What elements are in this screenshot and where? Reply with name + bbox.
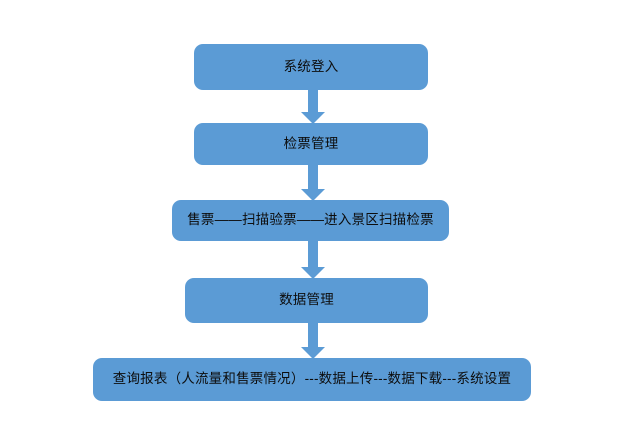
flow-node-label: 查询报表（人流量和售票情况）---数据上传---数据下载---系统设置 xyxy=(112,371,512,387)
arrow-stem xyxy=(308,89,318,112)
flow-node-label: 售票——扫描验票——进入景区扫描检票 xyxy=(187,212,434,228)
flow-arrow-down-2 xyxy=(301,164,325,201)
flow-arrow-down-3 xyxy=(301,240,325,279)
flow-node-ticket-check-management[interactable]: 检票管理 xyxy=(194,123,428,165)
flow-node-system-login[interactable]: 系统登入 xyxy=(194,44,428,90)
flow-node-ticket-sales-scan[interactable]: 售票——扫描验票——进入景区扫描检票 xyxy=(172,200,449,241)
flow-arrow-down-4 xyxy=(301,322,325,359)
flow-arrow-down-1 xyxy=(301,89,325,124)
flow-node-data-management[interactable]: 数据管理 xyxy=(185,278,428,323)
arrow-head-icon xyxy=(301,347,325,359)
arrow-head-icon xyxy=(301,267,325,279)
flow-node-reports-and-settings[interactable]: 查询报表（人流量和售票情况）---数据上传---数据下载---系统设置 xyxy=(93,358,531,401)
flow-node-label: 系统登入 xyxy=(283,58,339,74)
arrow-stem xyxy=(308,322,318,347)
arrow-stem xyxy=(308,240,318,267)
arrow-head-icon xyxy=(301,112,325,124)
flow-node-label: 数据管理 xyxy=(279,292,334,308)
arrow-stem xyxy=(308,164,318,189)
arrow-head-icon xyxy=(301,189,325,201)
flow-node-label: 检票管理 xyxy=(283,135,339,151)
